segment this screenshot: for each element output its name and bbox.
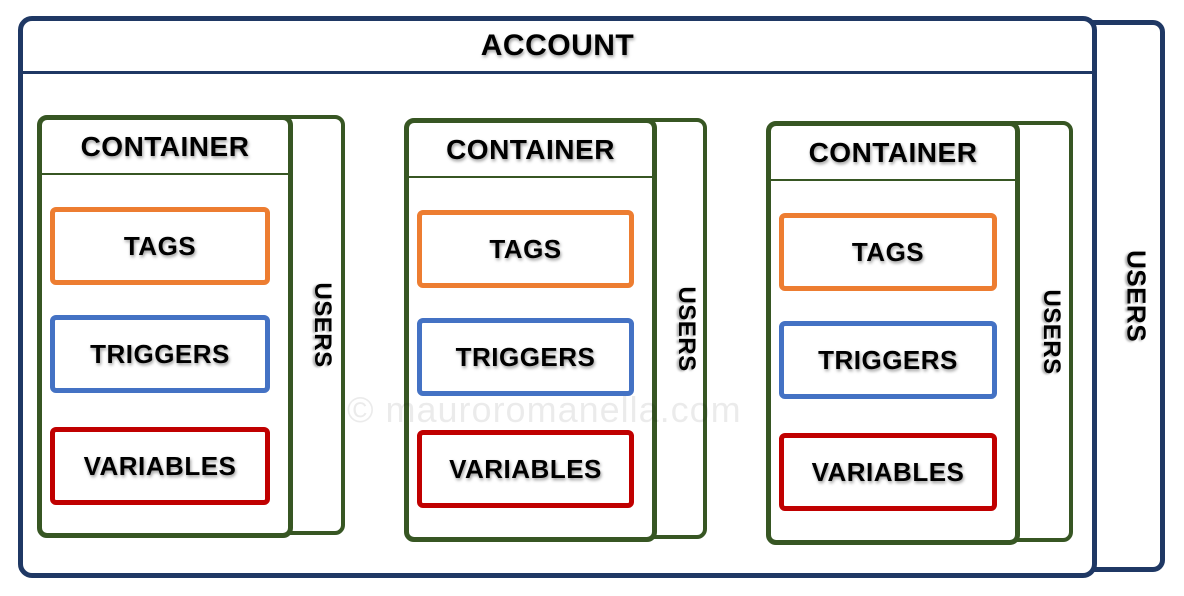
account-title: ACCOUNT: [480, 29, 635, 62]
triggers-label: TRIGGERS: [455, 341, 596, 372]
container-1-triggers-box: TRIGGERS: [50, 315, 270, 393]
tags-label: TAGS: [489, 233, 562, 264]
container-3-title: CONTAINER: [808, 136, 978, 168]
account-users-label: USERS: [1121, 249, 1152, 343]
container-3-triggers-box: TRIGGERS: [779, 321, 997, 399]
container-1-header: CONTAINER: [42, 120, 288, 175]
container-2-variables-box: VARIABLES: [417, 430, 634, 508]
container-2-users-label: USERS: [673, 285, 700, 372]
container-1-title: CONTAINER: [80, 130, 250, 162]
account-header: ACCOUNT: [23, 21, 1092, 74]
container-1-variables-box: VARIABLES: [50, 427, 270, 505]
container-2-title: CONTAINER: [446, 133, 615, 165]
container-3-variables-box: VARIABLES: [779, 433, 997, 511]
triggers-label: TRIGGERS: [90, 338, 230, 369]
container-1-tags-box: TAGS: [50, 207, 270, 285]
container-3-tags-box: TAGS: [779, 213, 997, 291]
container-1-box: CONTAINER TAGS TRIGGERS VARIABLES: [37, 115, 293, 538]
container-3-users-label: USERS: [1038, 288, 1065, 375]
variables-label: VARIABLES: [83, 450, 237, 481]
tags-label: TAGS: [123, 230, 197, 261]
variables-label: VARIABLES: [449, 453, 602, 484]
container-2-header: CONTAINER: [409, 123, 652, 178]
container-2-box: CONTAINER TAGS TRIGGERS VARIABLES: [404, 118, 657, 542]
container-3-header: CONTAINER: [771, 126, 1015, 181]
container-1-users-label: USERS: [309, 282, 336, 368]
tags-label: TAGS: [851, 236, 925, 267]
container-2-tags-box: TAGS: [417, 210, 634, 288]
variables-label: VARIABLES: [811, 456, 965, 487]
container-3-box: CONTAINER TAGS TRIGGERS VARIABLES: [766, 121, 1020, 545]
container-2-triggers-box: TRIGGERS: [417, 318, 634, 396]
triggers-label: TRIGGERS: [818, 344, 958, 375]
